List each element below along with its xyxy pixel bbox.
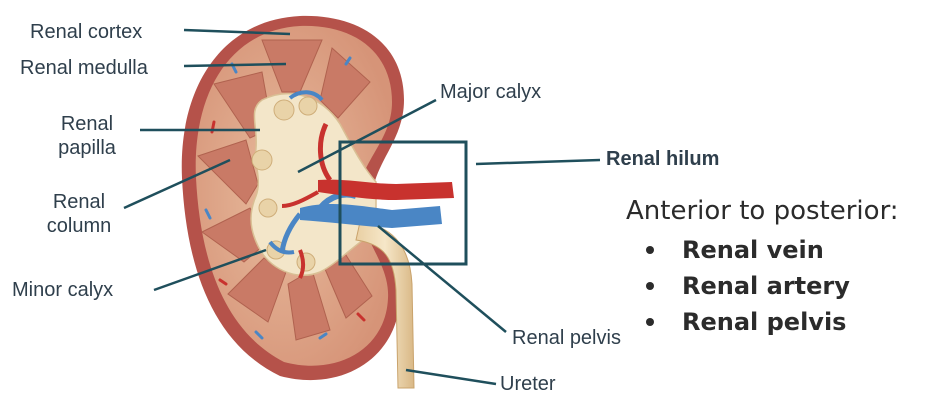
bullet-icon: [646, 282, 654, 290]
label-renal-column-line2: column: [42, 214, 116, 238]
bullet-icon: [646, 318, 654, 326]
label-major-calyx: Major calyx: [440, 80, 541, 104]
side-panel-item-text: Renal vein: [682, 236, 824, 264]
side-panel-item: Renal pelvis: [640, 304, 850, 340]
label-renal-cortex: Renal cortex: [30, 20, 142, 44]
side-panel-item: Renal vein: [640, 232, 850, 268]
label-renal-hilum: Renal hilum: [606, 148, 719, 171]
label-renal-column: Renal column: [42, 190, 116, 238]
label-ureter: Ureter: [500, 372, 556, 396]
bullet-icon: [646, 246, 654, 254]
label-renal-papilla-line2: papilla: [50, 136, 124, 160]
side-panel-item-text: Renal pelvis: [682, 308, 846, 336]
label-renal-pelvis: Renal pelvis: [512, 326, 621, 350]
side-panel-item-text: Renal artery: [682, 272, 850, 300]
label-renal-papilla: Renal papilla: [50, 112, 124, 160]
side-panel-item: Renal artery: [640, 268, 850, 304]
label-renal-papilla-line1: Renal: [50, 112, 124, 136]
label-minor-calyx: Minor calyx: [12, 278, 113, 302]
side-panel-list: Renal vein Renal artery Renal pelvis: [640, 232, 850, 340]
label-renal-column-line1: Renal: [42, 190, 116, 214]
side-panel-heading: Anterior to posterior:: [626, 196, 899, 226]
label-renal-medulla: Renal medulla: [20, 56, 148, 80]
